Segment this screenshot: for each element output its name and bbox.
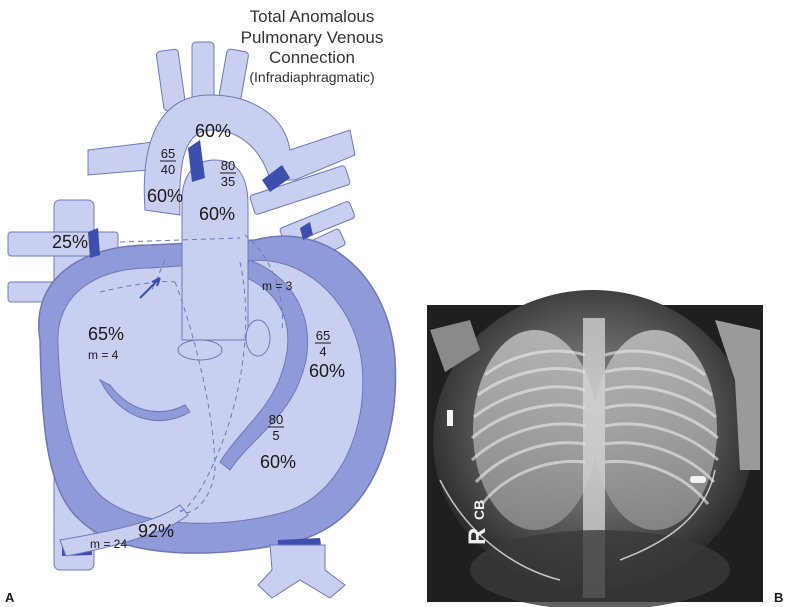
svg-text:80: 80: [269, 412, 283, 427]
svg-text:4: 4: [319, 344, 326, 359]
title-line-2: Pulmonary Venous: [241, 28, 384, 47]
svg-text:65: 65: [161, 146, 175, 161]
sat-pulmonary-artery: 60%: [199, 204, 235, 224]
svg-text:5: 5: [272, 428, 279, 443]
pulmonary-artery-trunk: [182, 160, 248, 340]
xray-abdomen: [470, 530, 730, 607]
sat-aorta: 60%: [195, 121, 231, 141]
mean-vertical-vein: m = 24: [90, 537, 127, 551]
subtitle: (Infradiaphragmatic): [249, 69, 374, 85]
sat-left-ventricle: 60%: [260, 452, 296, 472]
xray-left-lung: [593, 330, 717, 530]
panel-label-a: A: [5, 590, 15, 605]
sat-vertical-vein: 92%: [138, 521, 174, 541]
sat-left-atrium-top: 60%: [147, 186, 183, 206]
left-carotid-artery: [192, 42, 214, 102]
pulmonary-valve: [178, 340, 222, 360]
sat-left-atrium: 60%: [309, 361, 345, 381]
title-line-3: Connection: [269, 48, 355, 67]
svg-text:80: 80: [221, 158, 235, 173]
xray-side-marker: R: [464, 528, 491, 545]
pressure-pulmonary-artery: 80 35: [220, 158, 236, 189]
aortic-valve: [246, 320, 270, 356]
xray-clip: [447, 410, 453, 426]
descending-aorta: [258, 545, 345, 598]
svg-text:40: 40: [161, 162, 175, 177]
xray-initials: CB: [471, 500, 487, 520]
xray-right-lung: [473, 330, 597, 530]
xray-electrode: [690, 476, 706, 483]
mean-left-atrium: m = 3: [262, 279, 293, 293]
svc-accent: [88, 228, 100, 258]
svg-text:65: 65: [316, 328, 330, 343]
chest-xray: R CB: [427, 290, 763, 607]
pressure-aortic: 65 40: [160, 146, 176, 177]
title-line-1: Total Anomalous: [250, 7, 375, 26]
sat-svc: 25%: [52, 232, 88, 252]
panel-label-b: B: [774, 590, 783, 605]
mean-right-atrium: m = 4: [88, 348, 119, 362]
sat-right-atrium: 65%: [88, 324, 124, 344]
svg-text:35: 35: [221, 174, 235, 189]
